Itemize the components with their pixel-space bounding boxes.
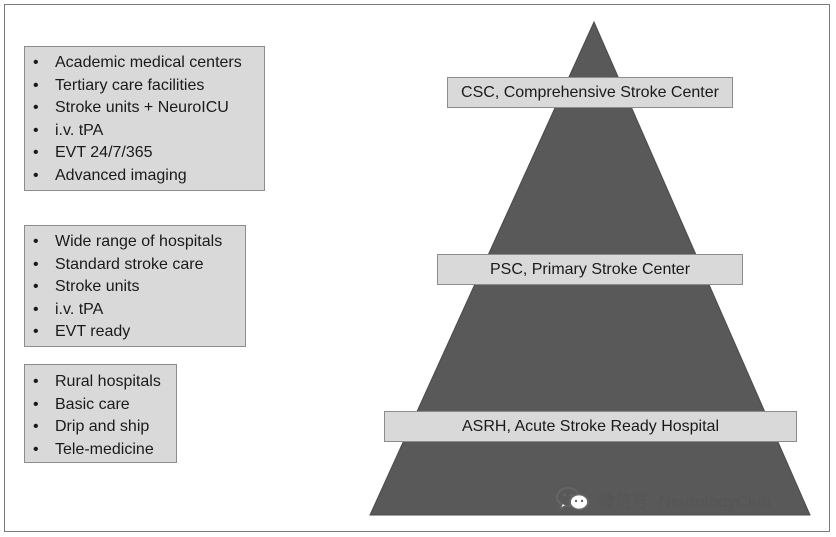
list-item: Stroke units: [25, 276, 245, 299]
list-item: Rural hospitals: [25, 371, 176, 394]
list-item: Academic medical centers: [25, 52, 264, 75]
list-item: Tele-medicine: [25, 439, 176, 462]
list-item: i.v. tPA: [25, 299, 245, 322]
watermark: 微信号: NeurologyClub: [556, 485, 771, 513]
list-item: Drip and ship: [25, 416, 176, 439]
watermark-text: 微信号: NeurologyClub: [598, 491, 771, 511]
list-item: EVT ready: [25, 321, 245, 344]
tier-top-characteristics-box: Academic medical centers Tertiary care f…: [24, 46, 265, 191]
tier-bottom-characteristics-box: Rural hospitals Basic care Drip and ship…: [24, 364, 177, 463]
pyramid-level-psc-label: PSC, Primary Stroke Center: [437, 254, 743, 285]
list-item: Tertiary care facilities: [25, 75, 264, 98]
list-item: Basic care: [25, 394, 176, 417]
pyramid-level-asrh-label: ASRH, Acute Stroke Ready Hospital: [384, 411, 797, 442]
list-item: i.v. tPA: [25, 120, 264, 143]
list-item: Wide range of hospitals: [25, 231, 245, 254]
pyramid-level-csc-label: CSC, Comprehensive Stroke Center: [447, 77, 733, 108]
list-item: Stroke units + NeuroICU: [25, 97, 264, 120]
list-item: Advanced imaging: [25, 165, 264, 188]
list-item: EVT 24/7/365: [25, 142, 264, 165]
tier-middle-characteristics-box: Wide range of hospitals Standard stroke …: [24, 225, 246, 347]
wechat-icon: [556, 487, 589, 511]
list-item: Standard stroke care: [25, 254, 245, 277]
